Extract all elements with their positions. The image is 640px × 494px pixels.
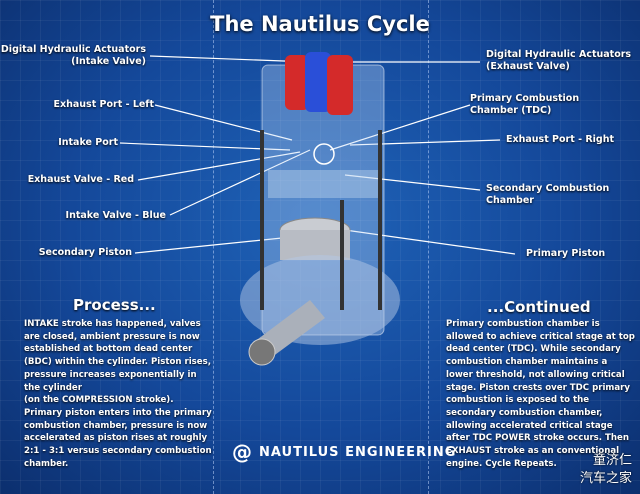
crankshaft-end: [248, 338, 276, 366]
intake-actuator: [305, 52, 331, 112]
secondary-piston: [280, 230, 350, 260]
watermark-line2: 汽车之家: [579, 471, 632, 486]
label-intake-actuators: Digital Hydraulic Actuators (Intake Valv…: [0, 44, 146, 67]
continued-text: Primary combustion chamber is allowed to…: [446, 319, 635, 469]
company-logo: @ NAUTILUS ENGINEERING: [232, 440, 456, 464]
process-text: INTAKE stroke has happened, valves are c…: [24, 319, 212, 469]
label-primary-chamber: Primary Combustion Chamber (TDC): [470, 93, 580, 116]
page-title: The Nautilus Cycle: [210, 12, 430, 36]
watermark-line1: 童济仁: [592, 453, 632, 468]
label-exhaust-port-left: Exhaust Port - Left: [53, 99, 154, 110]
watermark: 童济仁 汽车之家: [580, 452, 632, 488]
label-secondary-chamber: Secondary Combustion Chamber: [486, 183, 610, 206]
divider-right: [428, 0, 429, 494]
label-intake-valve: Intake Valve - Blue: [65, 210, 166, 221]
divider-left: [213, 0, 214, 494]
exhaust-actuator-left: [285, 55, 309, 110]
exhaust-actuator-right: [327, 55, 353, 115]
label-exhaust-valve: Exhaust Valve - Red: [27, 174, 134, 185]
label-secondary-piston: Secondary Piston: [38, 247, 132, 258]
tdc-marker: [313, 143, 335, 165]
label-primary-piston: Primary Piston: [526, 248, 606, 259]
leader-lines: [119, 55, 516, 255]
logo-text: NAUTILUS ENGINEERING: [259, 444, 457, 460]
process-heading: Process...: [73, 296, 156, 314]
label-intake-port: Intake Port: [58, 137, 118, 148]
nautilus-shell-icon: @: [232, 440, 253, 464]
head-gasket: [268, 170, 378, 198]
label-exhaust-actuators: Digital Hydraulic Actuators (Exhaust Val…: [486, 49, 632, 72]
continued-heading: ...Continued: [487, 298, 591, 316]
label-exhaust-port-right: Exhaust Port - Right: [506, 134, 615, 145]
